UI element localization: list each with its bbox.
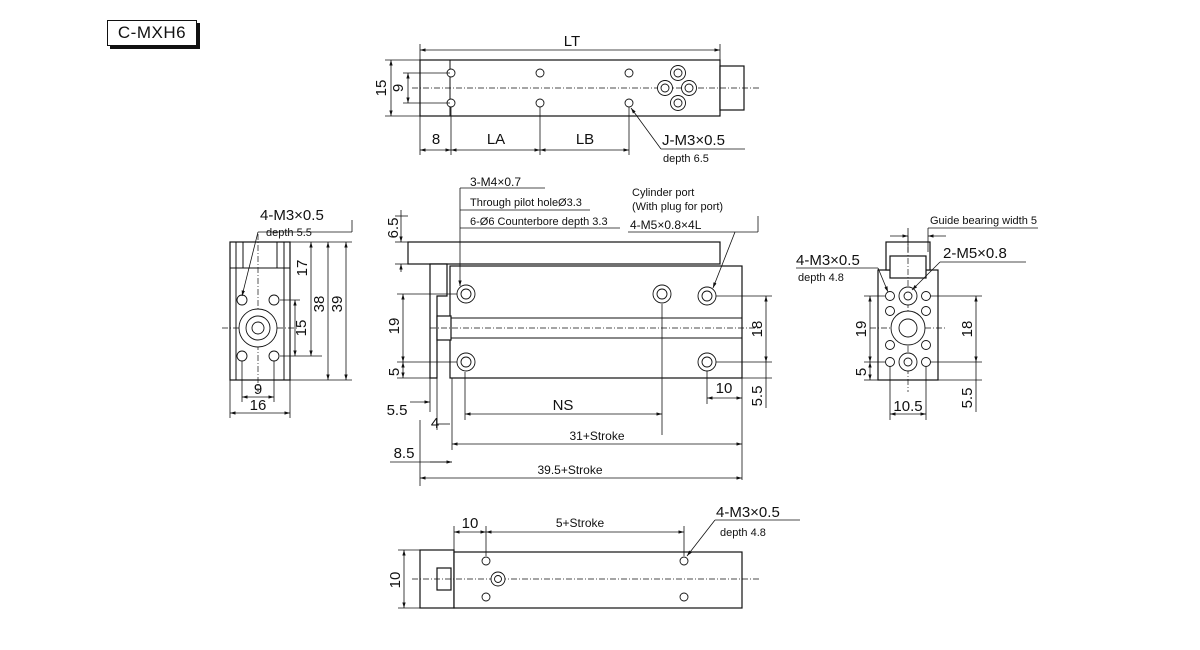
dim-right-18: 18 — [959, 321, 976, 338]
right-callout-thread: 4-M3×0.5 — [796, 252, 860, 269]
dim-top-8: 8 — [432, 131, 440, 148]
front-view: 3-M4×0.7 Through pilot holeØ3.3 6-Ø6 Cou… — [385, 175, 772, 486]
dim-lt: LT — [564, 33, 580, 50]
bottom-view: 10 5+Stroke 10 4-M3×0.5 depth 4.8 — [387, 504, 800, 609]
dim-right-10-5: 10.5 — [893, 398, 922, 415]
dim-left-15: 15 — [293, 320, 310, 337]
dim-left-17: 17 — [294, 260, 311, 277]
front-callout-a-pilot: Through pilot holeØ3.3 — [470, 197, 582, 209]
dim-front-10: 10 — [716, 380, 733, 397]
dim-front-6-5: 6.5 — [385, 218, 402, 239]
right-guide-label: Guide bearing width 5 — [930, 215, 1037, 227]
dim-39-5-stroke: 39.5+Stroke — [537, 463, 602, 477]
dim-front-right-5-5: 5.5 — [749, 386, 766, 407]
front-callout-b-thread: 4-M5×0.8×4L — [630, 218, 702, 232]
bottom-callout-depth: depth 4.8 — [720, 527, 766, 539]
dim-left-16: 16 — [250, 397, 267, 414]
top-view-port-holes — [657, 65, 697, 111]
left-callout-depth: depth 5.5 — [266, 227, 312, 239]
dim-left-38: 38 — [311, 296, 328, 313]
front-view-port-holes — [697, 286, 717, 372]
model-label: C-MXH6 — [107, 20, 197, 46]
left-view: 4-M3×0.5 depth 5.5 17 38 39 15 9 16 — [222, 207, 353, 418]
right-view-center-circle — [890, 310, 926, 346]
dim-left-39: 39 — [329, 296, 346, 313]
top-view-mount-holes — [446, 68, 634, 108]
front-view-table — [407, 241, 721, 265]
dim-left-9: 9 — [254, 381, 262, 398]
left-view-mount-holes — [236, 294, 280, 362]
top-view: LT 15 9 8 LA LB J-M3×0.5 depth 6.5 — [373, 33, 760, 165]
front-callout-b-line2: (With plug for port) — [632, 201, 723, 213]
dim-top-hole-pitch-9: 9 — [390, 84, 407, 92]
right-view-mount-holes — [885, 291, 931, 367]
dim-front-19: 19 — [386, 318, 403, 335]
dim-right-5-5: 5.5 — [959, 388, 976, 409]
bottom-view-holes — [481, 556, 689, 602]
dim-lb: LB — [576, 131, 594, 148]
right-view: Guide bearing width 5 4-M3×0.5 depth 4.8… — [796, 215, 1038, 420]
dim-la: LA — [487, 131, 505, 148]
bottom-callout-thread: 4-M3×0.5 — [716, 504, 780, 521]
right-callout-port: 2-M5×0.8 — [943, 245, 1007, 262]
dim-front-4: 4 — [431, 415, 439, 432]
dim-front-8-5: 8.5 — [394, 445, 415, 462]
right-view-port-circles — [898, 286, 918, 372]
dim-right-19: 19 — [853, 321, 870, 338]
dim-top-height-15: 15 — [373, 80, 390, 97]
top-callout-thread: J-M3×0.5 — [662, 132, 725, 149]
front-view-counterbore-holes — [456, 284, 672, 372]
front-callout-a-thread: 3-M4×0.7 — [470, 175, 521, 189]
dim-right-5: 5 — [853, 368, 870, 376]
dim-ns: NS — [553, 397, 574, 414]
dim-front-5-5: 5.5 — [387, 402, 408, 419]
dim-5-stroke: 5+Stroke — [556, 516, 605, 530]
left-callout-thread: 4-M3×0.5 — [260, 207, 324, 224]
dim-bottom-10: 10 — [462, 515, 479, 532]
left-view-rod-circle — [238, 308, 278, 348]
front-view-body — [449, 265, 743, 379]
dim-31-stroke: 31+Stroke — [569, 429, 624, 443]
top-callout-depth: depth 6.5 — [663, 153, 709, 165]
right-callout-depth: depth 4.8 — [798, 272, 844, 284]
dim-front-18: 18 — [749, 321, 766, 338]
dim-front-5: 5 — [386, 368, 403, 376]
front-callout-b-line1: Cylinder port — [632, 187, 694, 199]
dim-bottom-height-10: 10 — [387, 572, 404, 589]
front-callout-a-counterbore: 6-Ø6 Counterbore depth 3.3 — [470, 216, 608, 228]
